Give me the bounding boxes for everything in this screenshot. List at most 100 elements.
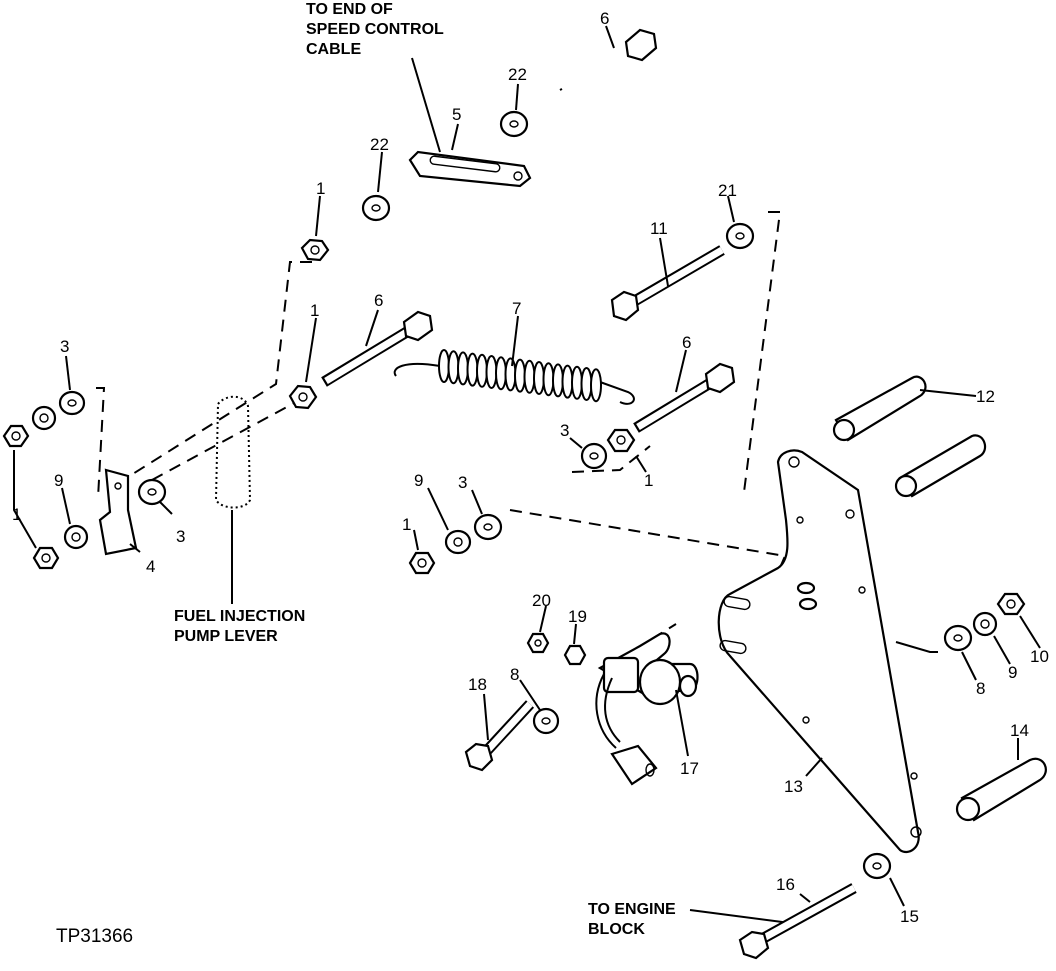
part-number: 16: [776, 875, 795, 894]
lever-bracket: [98, 468, 138, 556]
hex-nut: [996, 592, 1026, 616]
part-number: 11: [650, 219, 668, 238]
spring-coil: [504, 357, 517, 392]
part-number: 9: [1008, 663, 1017, 682]
extension-spring: [393, 349, 635, 405]
part-number: 6: [374, 291, 383, 310]
speed-control-cable-callout: TO END OF SPEED CONTROL CABLE: [306, 1, 444, 153]
part-number: 20: [532, 591, 551, 610]
lock-washer: [31, 405, 57, 431]
callout-line: PUMP LEVER: [174, 628, 278, 645]
part-number: 5: [452, 105, 461, 124]
spacer-tube: [894, 434, 987, 498]
lock-washer: [63, 524, 89, 550]
slot-fasteners: [796, 581, 818, 611]
part-number: 1: [310, 301, 319, 320]
part-number: 1: [12, 505, 21, 524]
cap-screw: [464, 700, 535, 772]
part-number: 18: [468, 675, 487, 694]
solenoid: [595, 632, 699, 786]
hex-nut: [563, 644, 587, 666]
flat-washer: [862, 852, 892, 880]
callout-line: FUEL INJECTION: [174, 608, 305, 625]
part-number: 8: [510, 665, 519, 684]
part-number: 3: [60, 337, 69, 356]
spring-coil: [590, 368, 602, 403]
lock-washer: [444, 529, 472, 555]
part-number: 3: [176, 527, 185, 546]
part-number: 9: [54, 471, 63, 490]
hex-nut: [300, 238, 330, 262]
part-number: 6: [600, 9, 609, 28]
part-number: 21: [718, 181, 737, 200]
spring-coil: [533, 361, 545, 395]
spring-coil: [485, 355, 498, 389]
part-number: 3: [560, 421, 569, 440]
part-number: 19: [568, 607, 587, 626]
part-number: 13: [784, 777, 803, 796]
spring-coil: [447, 350, 460, 385]
lock-washer: [972, 611, 998, 637]
cap-screw: [321, 310, 434, 387]
fuel-injection-pump-lever-callout: FUEL INJECTION PUMP LEVER: [174, 510, 305, 645]
figure-id: TP31366: [56, 926, 133, 947]
cap-screw: [738, 883, 857, 960]
part-number: 22: [370, 135, 389, 154]
flat-washer: [532, 707, 560, 735]
spacer-tube: [955, 757, 1047, 822]
part-number: 6: [682, 333, 691, 352]
cap-screw: [610, 245, 725, 322]
spring-coil: [571, 365, 583, 400]
callout-line: BLOCK: [588, 921, 645, 938]
part-number: 14: [1010, 721, 1029, 740]
spring-coil: [580, 367, 593, 401]
flat-washer: [725, 222, 755, 250]
part-number: 4: [146, 557, 155, 576]
flat-washer: [499, 110, 529, 138]
hex-nut: [606, 428, 636, 453]
callout-line: TO END OF: [306, 1, 393, 18]
part-number: 3: [458, 473, 467, 492]
spacer-tube: [832, 375, 927, 442]
callout-line: TO ENGINE: [588, 901, 676, 918]
part-number: 7: [512, 299, 521, 318]
part-number: 10: [1030, 647, 1049, 666]
hex-nut: [408, 551, 436, 575]
part-number: 15: [900, 907, 919, 926]
flat-washer: [943, 624, 973, 652]
part-number: 1: [644, 471, 653, 490]
hex-nut: [32, 546, 60, 570]
part-number-labels: 1 1 1 1 1 3 3 3 3 4 5 6 6 6 7 8 8 9 9 9 …: [12, 9, 1049, 926]
cap-screw: [633, 362, 736, 433]
flat-washer: [361, 194, 391, 222]
hex-nut: [288, 384, 318, 410]
flange-nut: [526, 632, 550, 654]
flat-washer: [137, 478, 167, 506]
part-number: 1: [316, 179, 325, 198]
part-number: 22: [508, 65, 527, 84]
spring-coil: [457, 351, 469, 386]
engine-block-callout: TO ENGINE BLOCK: [588, 901, 791, 938]
fuel-injection-pump-lever: [214, 395, 252, 509]
hex-nut: [2, 424, 30, 448]
spring-coil: [438, 349, 450, 383]
part-number: 8: [976, 679, 985, 698]
spring-coil: [495, 356, 507, 391]
spring-coil: [523, 359, 536, 394]
spring-coil: [466, 352, 479, 387]
part-number: 9: [414, 471, 423, 490]
spring-coil: [514, 358, 526, 393]
part-number: 17: [680, 759, 699, 778]
callout-line: SPEED CONTROL: [306, 21, 444, 38]
speed-control-link: [408, 150, 532, 188]
spring-coil: [552, 363, 564, 398]
flat-washer: [580, 442, 608, 470]
part-number: 12: [976, 387, 995, 406]
flat-washer: [473, 513, 503, 541]
mounting-plate: [717, 449, 922, 854]
spring-coil: [476, 353, 488, 388]
spring-coil: [542, 362, 555, 397]
spring-coil: [561, 364, 574, 399]
callout-line: CABLE: [306, 41, 361, 58]
